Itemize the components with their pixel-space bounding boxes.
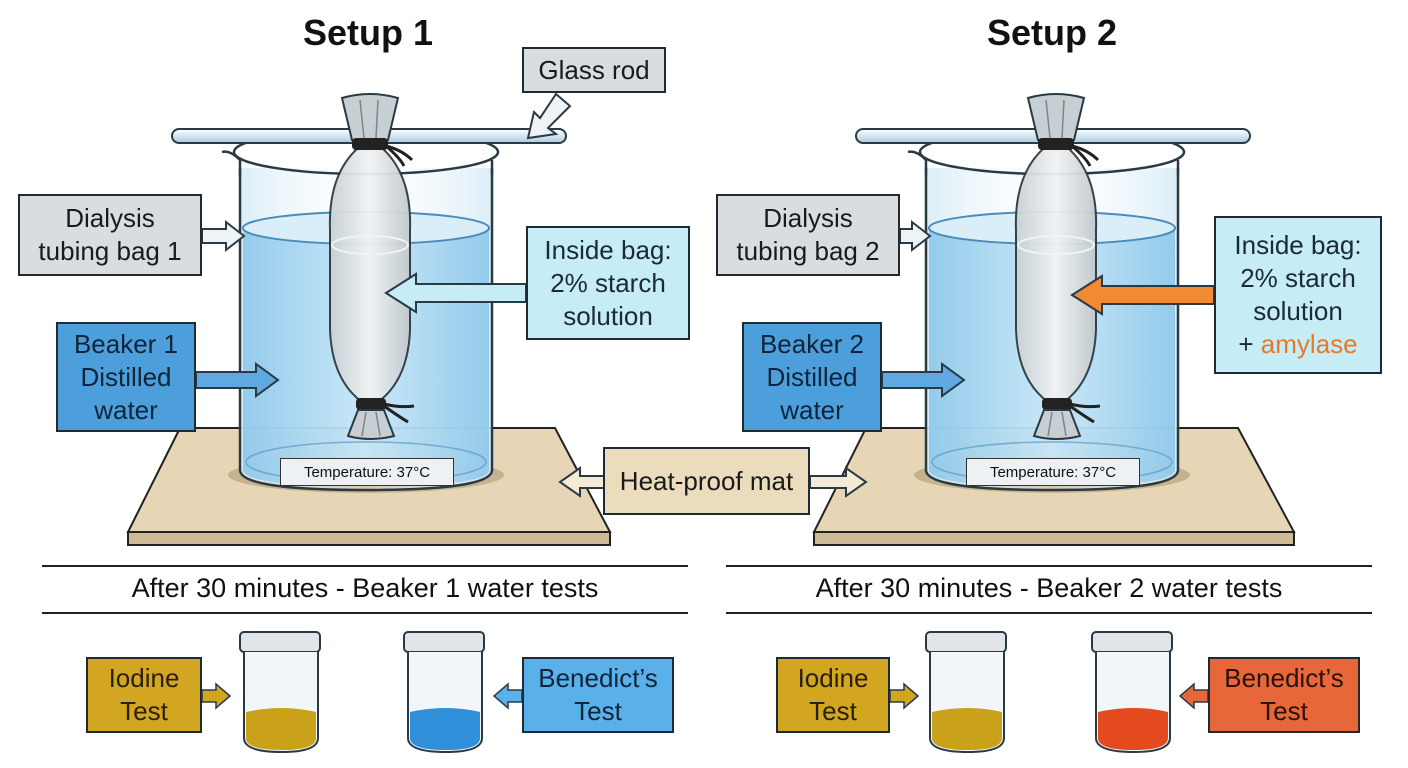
inside-bag-2-line2: 2% starch xyxy=(1240,263,1356,293)
amylase-text: amylase xyxy=(1260,329,1358,359)
beaker-1-line3: water xyxy=(94,394,158,425)
arrow-inside-bag-2 xyxy=(1070,274,1215,316)
divider-2-top xyxy=(726,565,1372,567)
iodine-1-line2: Test xyxy=(120,696,168,726)
beaker-1-label: Beaker 1 Distilled water xyxy=(56,322,196,432)
inside-bag-1-line2: 2% starch xyxy=(550,267,666,298)
results-heading-1: After 30 minutes - Beaker 1 water tests xyxy=(131,573,599,603)
heat-proof-mat-text: Heat-proof mat xyxy=(619,465,794,496)
arrow-benedicts-2 xyxy=(1178,682,1209,710)
iodine-test-2-label: Iodine Test xyxy=(776,657,890,733)
benedicts-1-line1: Benedict’s xyxy=(538,663,658,693)
setup1-apparatus xyxy=(126,93,612,546)
dialysis-bag-1 xyxy=(328,147,412,403)
arrow-inside-bag-1 xyxy=(384,272,527,314)
inside-bag-2-label: Inside bag: 2% starch solution + amylase xyxy=(1214,216,1382,374)
dialysis-bag-2 xyxy=(1014,147,1098,403)
inside-bag-1-line3: solution xyxy=(563,300,653,331)
iodine-2-line1: Iodine xyxy=(797,663,869,693)
arrow-mat-left xyxy=(558,466,605,498)
beaker-2-line2: Distilled xyxy=(766,361,858,392)
divider-1-bottom xyxy=(42,612,688,614)
iodine-1-line1: Iodine xyxy=(108,663,180,693)
arrow-dialysis-bag-1 xyxy=(201,219,246,253)
arrow-benedicts-1 xyxy=(492,682,523,710)
heat-proof-mat-label: Heat-proof mat xyxy=(603,447,810,515)
temperature-2: Temperature: 37°C xyxy=(966,458,1140,486)
arrow-iodine-2 xyxy=(889,682,920,710)
dialysis-bag-2-line2: tubing bag 2 xyxy=(736,236,880,266)
arrow-dialysis-bag-2 xyxy=(899,219,932,253)
beaker-2-label: Beaker 2 Distilled water xyxy=(742,322,882,432)
beaker-1-line2: Distilled xyxy=(80,361,172,392)
results-heading-2: After 30 minutes - Beaker 2 water tests xyxy=(815,573,1283,603)
benedicts-2-line2: Test xyxy=(1260,696,1308,726)
iodine-test-1-label: Iodine Test xyxy=(86,657,202,733)
glass-rod-label: Glass rod xyxy=(522,47,666,93)
jar-benedicts-2 xyxy=(1091,631,1173,754)
benedicts-test-1-label: Benedict’s Test xyxy=(522,657,674,733)
dialysis-bag-1-line2: tubing bag 1 xyxy=(38,236,182,266)
setup1-title: Setup 1 xyxy=(302,12,434,53)
benedicts-1-line2: Test xyxy=(574,696,622,726)
plus-sign: + xyxy=(1238,329,1261,359)
inside-bag-2-line4: + amylase xyxy=(1238,328,1357,361)
divider-2-bottom xyxy=(726,612,1372,614)
arrow-iodine-1 xyxy=(201,682,232,710)
arrow-glass-rod xyxy=(526,92,572,140)
benedicts-test-2-label: Benedict’s Test xyxy=(1208,657,1360,733)
beaker-1-line1: Beaker 1 xyxy=(73,328,179,359)
inside-bag-1-label: Inside bag: 2% starch solution xyxy=(526,226,690,340)
dialysis-bag-1-label: Dialysis tubing bag 1 xyxy=(18,194,202,276)
iodine-2-line2: Test xyxy=(809,696,857,726)
arrow-beaker-1 xyxy=(195,362,280,398)
beaker-2-line3: water xyxy=(780,394,844,425)
divider-1-top xyxy=(42,565,688,567)
inside-bag-2-line3: solution xyxy=(1253,296,1343,326)
dialysis-bag-2-line1: Dialysis xyxy=(763,203,853,233)
setup2-title: Setup 2 xyxy=(986,12,1118,53)
jar-iodine-1 xyxy=(239,631,321,754)
jar-iodine-2 xyxy=(925,631,1007,754)
dialysis-bag-1-line1: Dialysis xyxy=(65,203,155,233)
beaker-2-line1: Beaker 2 xyxy=(759,328,865,359)
arrow-mat-right xyxy=(809,466,868,498)
glass-rod-label-text: Glass rod xyxy=(538,54,650,85)
dialysis-bag-2-label: Dialysis tubing bag 2 xyxy=(716,194,900,276)
benedicts-2-line1: Benedict’s xyxy=(1224,663,1344,693)
inside-bag-2-line1: Inside bag: xyxy=(1234,230,1362,260)
temperature-1: Temperature: 37°C xyxy=(280,458,454,486)
arrow-beaker-2 xyxy=(881,362,966,398)
inside-bag-1-line1: Inside bag: xyxy=(544,234,672,265)
jar-benedicts-1 xyxy=(403,631,485,754)
